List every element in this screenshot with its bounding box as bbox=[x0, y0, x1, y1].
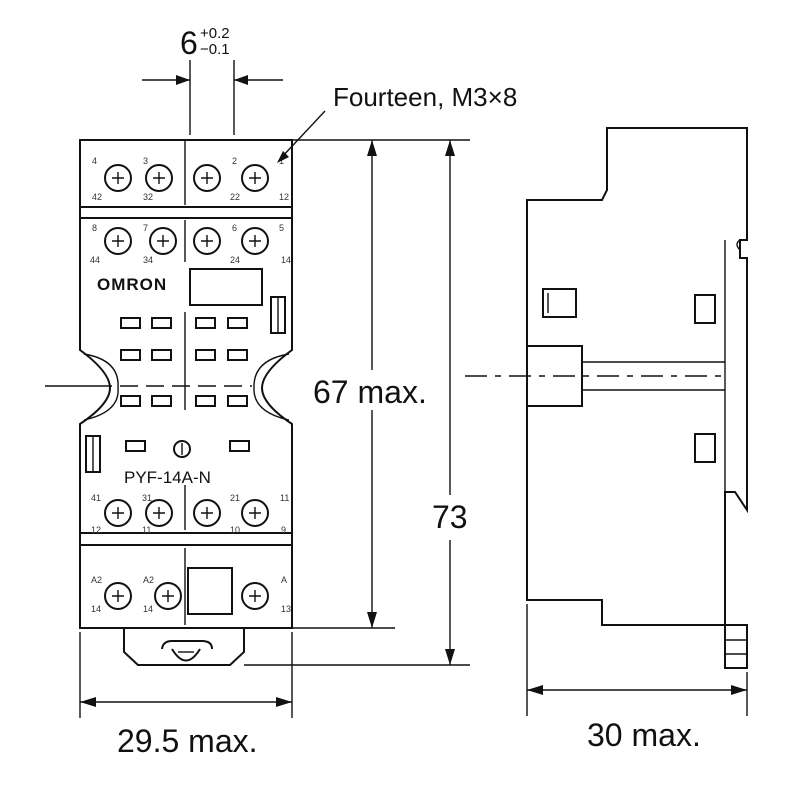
model-label: PYF-14A-N bbox=[124, 468, 211, 487]
height-body-label: 67 max. bbox=[313, 374, 427, 410]
cross-head-icon bbox=[201, 235, 213, 247]
cross-head-icon bbox=[112, 235, 124, 247]
height-total-label: 73 bbox=[432, 499, 468, 535]
side-window bbox=[694, 294, 716, 324]
terminal-label: 14 bbox=[281, 255, 291, 265]
terminal-label: A2 bbox=[91, 575, 102, 585]
height-73-dimension: 73 bbox=[244, 139, 470, 666]
arrowhead bbox=[277, 151, 289, 163]
arrowhead bbox=[731, 685, 747, 695]
terminal-label: 6 bbox=[232, 223, 237, 233]
terminal-label: A bbox=[281, 575, 287, 585]
socket-side-view bbox=[465, 127, 748, 669]
terminal-label: 14 bbox=[143, 604, 153, 614]
relay-window bbox=[189, 268, 263, 306]
arrowhead bbox=[367, 140, 377, 156]
terminal-label: 1 bbox=[279, 156, 284, 166]
terminal-label: 9 bbox=[281, 525, 286, 535]
arrowhead bbox=[367, 612, 377, 628]
din-rail-clip bbox=[123, 628, 245, 666]
screw-row-2 bbox=[104, 227, 269, 255]
terminal-label: 12 bbox=[279, 192, 289, 202]
side-slot bbox=[542, 288, 577, 318]
terminal-label: 13 bbox=[281, 604, 291, 614]
leader-line bbox=[280, 110, 326, 159]
terminal-label: 22 bbox=[230, 192, 240, 202]
brand-logo: OMRON bbox=[97, 275, 167, 294]
screws-note: Fourteen, M3×8 bbox=[333, 82, 517, 112]
pitch-tol-plus: +0.2 bbox=[200, 25, 230, 42]
socket-outline bbox=[79, 139, 293, 629]
terminal-label: A2 bbox=[143, 575, 154, 585]
terminal-label: 11 bbox=[142, 525, 151, 535]
release-indicator-icon bbox=[173, 440, 191, 458]
pitch-dimension: 6 +0.2 −0.1 bbox=[142, 25, 283, 135]
arrowhead bbox=[234, 75, 248, 85]
side-window bbox=[694, 433, 716, 463]
pitch-value: 6 bbox=[180, 25, 198, 61]
mounting-hole-left bbox=[83, 353, 119, 421]
terminal-label: 32 bbox=[143, 192, 153, 202]
cross-head-icon bbox=[157, 235, 169, 247]
width-front-label: 29.5 max. bbox=[117, 723, 258, 759]
terminal-label: 7 bbox=[143, 223, 148, 233]
terminal-label: 2 bbox=[232, 156, 237, 166]
terminal-label: 3 bbox=[143, 156, 148, 166]
pitch-tol-minus: −0.1 bbox=[200, 41, 230, 58]
side-profile bbox=[526, 127, 748, 669]
cross-head-icon bbox=[201, 172, 213, 184]
arrowhead bbox=[445, 140, 455, 156]
terminal-label: 41 bbox=[91, 493, 101, 503]
screw-row-1 bbox=[104, 164, 269, 192]
cross-head-icon bbox=[249, 235, 261, 247]
din-rail-hook bbox=[161, 640, 213, 650]
terminal-label: 14 bbox=[91, 604, 101, 614]
terminal-label: 8 bbox=[92, 223, 97, 233]
depth-side-label: 30 max. bbox=[587, 717, 701, 753]
terminal-label: 11 bbox=[280, 493, 289, 503]
terminal-label: 10 bbox=[230, 525, 240, 535]
coil-cover bbox=[187, 567, 233, 615]
side-latch bbox=[736, 239, 741, 251]
terminal-label: 34 bbox=[143, 255, 153, 265]
terminal-label: 44 bbox=[90, 255, 100, 265]
width-dimension: 29.5 max. bbox=[79, 632, 293, 759]
mounting-hole-right bbox=[253, 353, 290, 421]
terminal-label: 24 bbox=[230, 255, 240, 265]
terminal-label: 31 bbox=[142, 493, 152, 503]
cross-head-icon bbox=[112, 172, 124, 184]
arrowhead bbox=[80, 697, 96, 707]
arrowhead bbox=[176, 75, 190, 85]
arrowhead bbox=[527, 685, 543, 695]
height-67-dimension: 67 max. bbox=[292, 139, 427, 629]
depth-dimension: 30 max. bbox=[526, 604, 748, 753]
screw-row-4 bbox=[104, 582, 269, 610]
terminal-label: 42 bbox=[92, 192, 102, 202]
din-rail-hook bbox=[171, 648, 201, 662]
contact-slots bbox=[120, 317, 250, 452]
socket-front-view: 4 3 2 1 42 32 22 12 8 7 6 5 44 34 24 14 … bbox=[45, 139, 293, 666]
cross-head-icon bbox=[249, 172, 261, 184]
arrowhead bbox=[276, 697, 292, 707]
terminal-label: 21 bbox=[230, 493, 240, 503]
cross-head-icon bbox=[153, 172, 165, 184]
terminal-label: 5 bbox=[279, 223, 284, 233]
terminal-label: 12 bbox=[91, 525, 101, 535]
arrowhead bbox=[445, 649, 455, 665]
screw-row-3 bbox=[104, 499, 269, 527]
screws-callout: Fourteen, M3×8 bbox=[277, 82, 517, 163]
terminal-label: 4 bbox=[92, 156, 97, 166]
